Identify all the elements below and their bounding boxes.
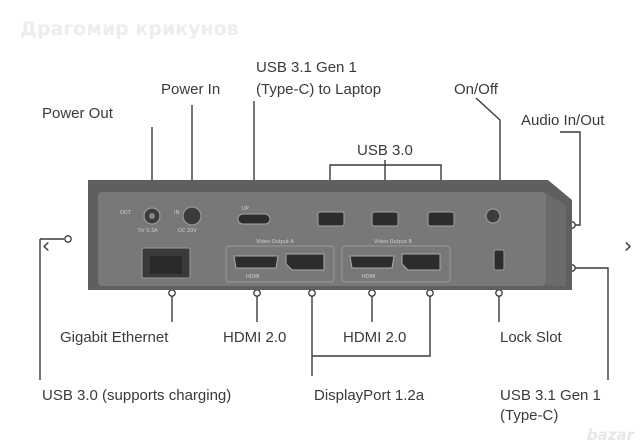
marker-hdmi-a	[253, 289, 261, 297]
label-displayport: DisplayPort 1.2a	[314, 387, 425, 404]
device-hdmi-a-text: HDMI	[246, 274, 259, 280]
label-usb31-line1: USB 3.1 Gen 1	[256, 59, 357, 76]
next-image-button[interactable]: ›	[614, 231, 640, 261]
label-hdmi-a: HDMI 2.0	[223, 329, 287, 346]
chevron-left-icon: ‹	[41, 233, 51, 259]
marker-hdmi-b	[368, 289, 376, 297]
label-audio: Audio In/Out	[521, 112, 605, 129]
prev-image-button[interactable]: ‹	[32, 231, 60, 261]
device-video-b: Video Output B	[374, 239, 413, 245]
device-usbc-label: UP	[242, 206, 249, 212]
device-video-a: Video Output A	[256, 239, 295, 245]
watermark-text: Драгомир крикунов	[20, 18, 239, 40]
dock-device	[88, 180, 572, 290]
label-power-in: Power In	[161, 81, 221, 98]
marker-dp-a	[308, 289, 316, 297]
label-hdmi-b: HDMI 2.0	[343, 329, 407, 346]
marker-ethernet	[168, 289, 176, 297]
device-hdmi-b-text: HDMI	[362, 274, 375, 280]
device-out-label: OUT	[120, 210, 132, 216]
label-on-off: On/Off	[454, 81, 498, 98]
label-power-out: Power Out	[42, 105, 113, 122]
device-in-label: IN	[174, 210, 179, 216]
chevron-right-icon: ›	[623, 233, 633, 259]
label-usb31-bottom-line2: (Type-C)	[500, 407, 559, 424]
device-out-spec: 5V 0.3A	[138, 228, 158, 234]
label-gigabit: Gigabit Ethernet	[60, 329, 169, 346]
marker-lock	[495, 289, 503, 297]
label-usb31-line2: (Type-C) to Laptop	[256, 81, 382, 98]
marker-dp-b	[426, 289, 434, 297]
label-usb30-charging: USB 3.0 (supports charging)	[42, 387, 232, 404]
device-in-spec: DC 20V	[178, 228, 197, 234]
site-badge: bazar	[586, 426, 634, 444]
connector-lines	[39, 97, 609, 380]
label-lock: Lock Slot	[500, 329, 562, 346]
marker-usb-left	[64, 235, 72, 243]
label-usb30-top: USB 3.0	[357, 142, 413, 159]
label-usb31-bottom-line1: USB 3.1 Gen 1	[500, 387, 601, 404]
